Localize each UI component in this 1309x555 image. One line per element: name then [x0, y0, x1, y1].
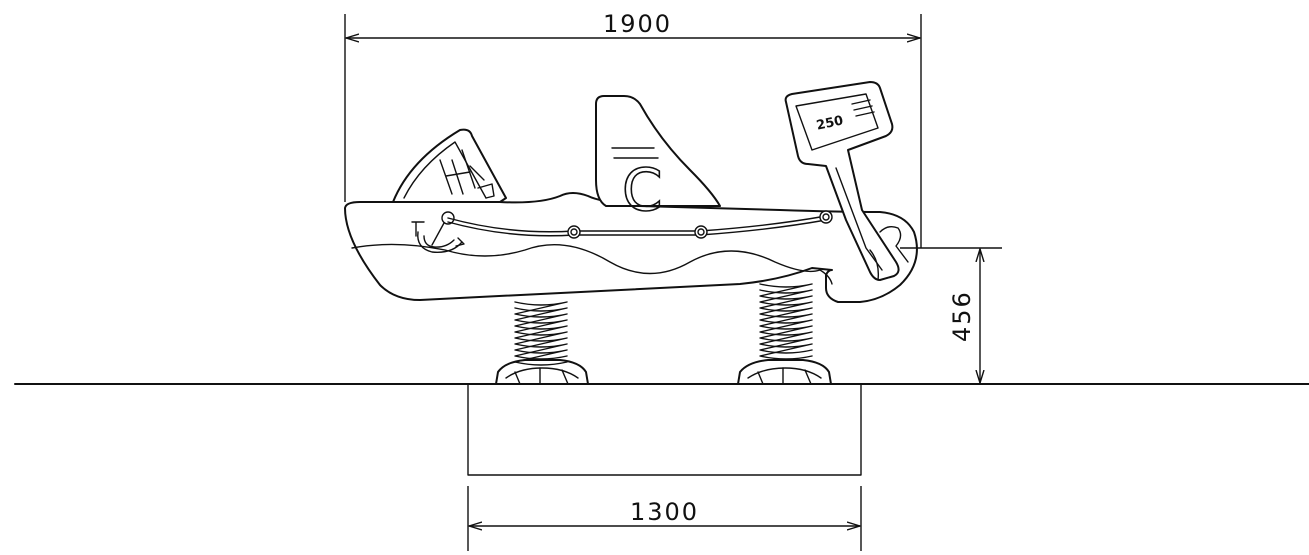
spring-left: [514, 301, 568, 366]
spring-left-base: [495, 359, 589, 385]
dimension-overall-width: 1900: [344, 10, 922, 248]
seat-back: C: [595, 95, 721, 225]
boat-hull: [344, 192, 918, 303]
spring-right: [759, 283, 813, 360]
foundation-block: [467, 383, 862, 476]
dimension-label-base-width: 1300: [630, 498, 699, 526]
hull-letter: C: [622, 156, 663, 224]
spring-right-base: [737, 359, 832, 385]
dimension-seat-height: 456: [900, 247, 1002, 383]
dimension-base-width: 1300: [467, 486, 862, 551]
dimension-label-overall-width: 1900: [603, 10, 672, 38]
bow-windshield: [392, 128, 507, 203]
plate-number: 250: [815, 113, 845, 133]
dimension-label-seat-height: 456: [948, 290, 976, 342]
anchor-icon: [411, 211, 465, 253]
tiller-handle: 250: [784, 81, 909, 281]
